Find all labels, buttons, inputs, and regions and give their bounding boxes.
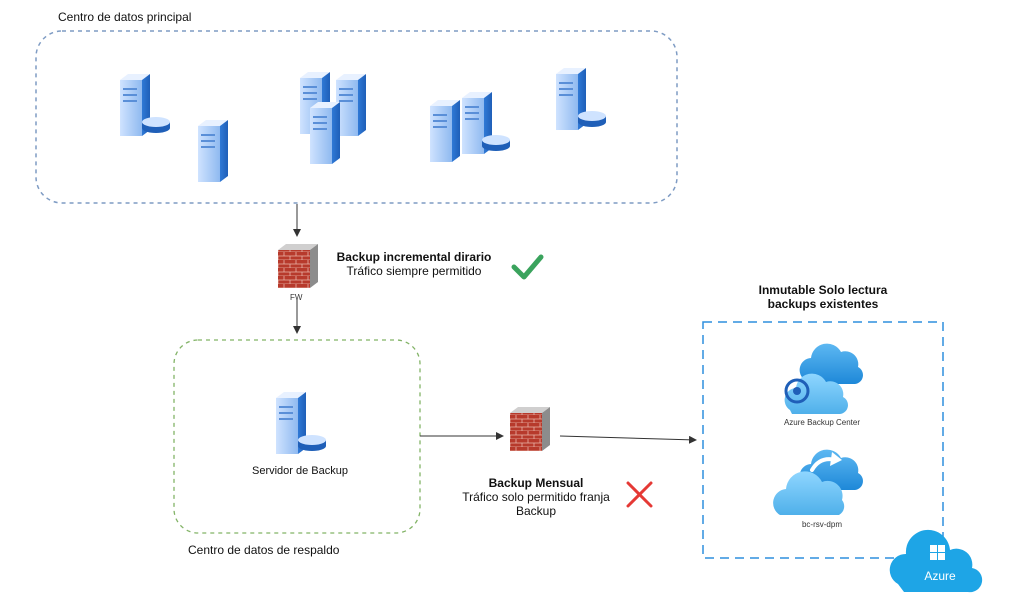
server-icon-2	[198, 120, 228, 182]
firewall-mid-caption-title: Backup Mensual	[488, 476, 584, 490]
firewall-mid-icon	[510, 407, 550, 451]
server-icon-3	[430, 92, 510, 162]
backup-server-label: Servidor de Backup	[252, 465, 348, 477]
cross-icon	[626, 481, 653, 508]
azure-logo-cloud	[889, 529, 983, 593]
server-icon-1	[120, 74, 170, 136]
backup-server-icon	[276, 392, 326, 454]
primary-datacenter-title: Centro de datos principal	[58, 10, 192, 24]
azure-zone-box	[702, 321, 944, 559]
server-icon-4	[556, 68, 606, 130]
azure-backup-center-icon	[784, 343, 863, 414]
firewall-top-caption-title: Backup incremental dirario	[336, 250, 492, 264]
firewall-top-label: FW	[290, 293, 303, 302]
firewall-mid-caption-line1: Tráfico solo permitido franja	[462, 490, 610, 504]
backup-datacenter-title: Centro de datos de respaldo	[188, 543, 340, 557]
azure-brand-label: Azure	[924, 569, 956, 583]
check-icon	[511, 254, 544, 280]
firewall-top-icon	[278, 244, 318, 288]
primary-datacenter-box	[35, 30, 678, 204]
firewall-mid-caption-line2: Backup	[515, 504, 557, 518]
server-cluster-icon	[300, 72, 366, 164]
azure-backup-center-label: Azure Backup Center	[783, 418, 861, 427]
azure-zone-title-line2: backups existentes	[767, 297, 879, 311]
recovery-vault-label: bc-rsv-dpm	[801, 520, 842, 529]
firewall-top-caption-sub: Tráfico siempre permitido	[346, 264, 482, 278]
azure-zone-title-line1: Inmutable Solo lectura	[758, 283, 888, 297]
recovery-vault-icon	[773, 449, 863, 515]
arrow-fw-to-azure	[559, 435, 697, 444]
